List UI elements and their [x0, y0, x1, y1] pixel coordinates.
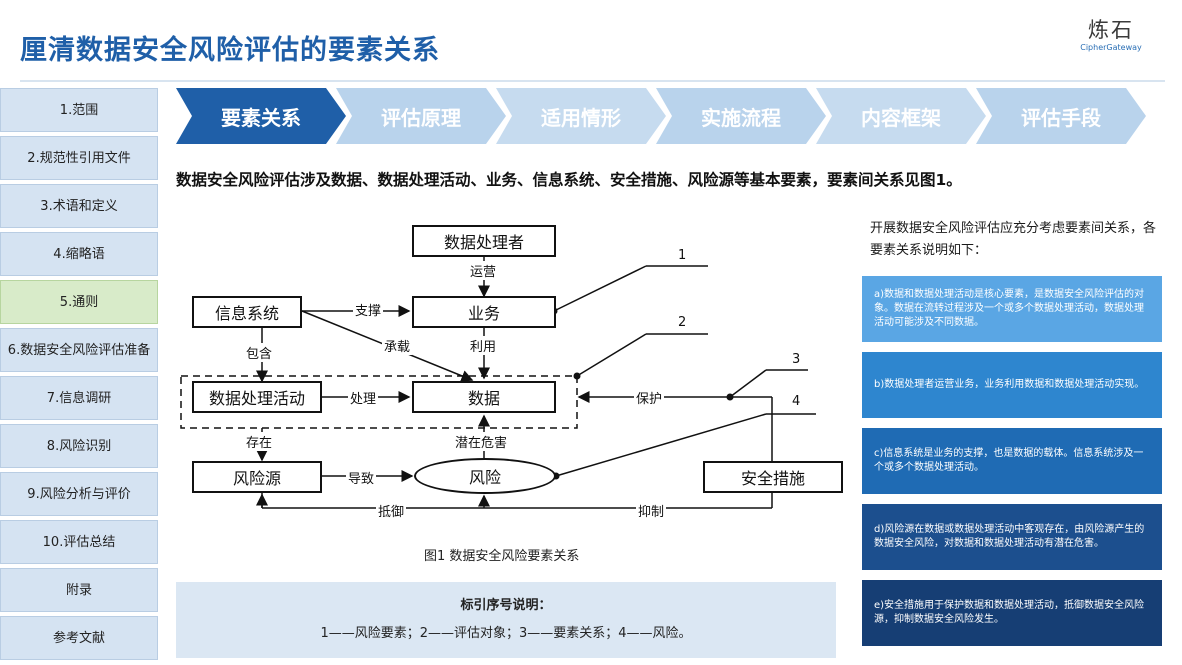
edge-label-cause: 导致	[346, 468, 377, 487]
tab-content-framework[interactable]: 内容框架	[816, 88, 986, 144]
tab-assessment-principle[interactable]: 评估原理	[336, 88, 506, 144]
tab-label: 内容框架	[861, 105, 941, 130]
node-risk-source: 风险源	[192, 461, 322, 493]
logo-cn: 炼石	[1088, 18, 1134, 42]
tab-label: 实施流程	[701, 105, 781, 130]
figure-caption: 图1 数据安全风险要素关系	[424, 549, 580, 564]
sidebar-item-risk-identification[interactable]: 8.风险识别	[0, 424, 158, 468]
sidebar-item-bibliography[interactable]: 参考文献	[0, 616, 158, 660]
header-divider	[20, 80, 1165, 82]
sidebar-item-appendix[interactable]: 附录	[0, 568, 158, 612]
callout-3: 3	[792, 352, 801, 367]
relation-card-a: a)数据和数据处理活动是核心要素，是数据安全风险评估的对象。数据在流转过程涉及一…	[862, 276, 1162, 342]
sidebar-item-preparation[interactable]: 6.数据安全风险评估准备	[0, 328, 158, 372]
edge-label-potential-harm: 潜在危害	[453, 432, 510, 451]
edge-label-exist: 存在	[244, 432, 275, 451]
legend-note: 标引序号说明： 1——风险要素；2——评估对象；3——要素关系；4——风险。	[176, 582, 836, 658]
sidebar-item-investigation[interactable]: 7.信息调研	[0, 376, 158, 420]
sidebar: 1.范围 2.规范性引用文件 3.术语和定义 4.缩略语 5.通则 6.数据安全…	[0, 88, 158, 664]
legend-body: 1——风险要素；2——评估对象；3——要素关系；4——风险。	[320, 626, 692, 641]
node-security-measures: 安全措施	[703, 461, 843, 493]
element-relation-diagram: 数据处理者 业务 信息系统 数据处理活动 数据 风险源 风险 安全措施 运营 支…	[176, 208, 843, 578]
callout-4: 4	[792, 394, 801, 409]
intro-text: 数据安全风险评估涉及数据、数据处理活动、业务、信息系统、安全措施、风险源等基本要…	[176, 171, 962, 189]
page-title: 厘清数据安全风险评估的要素关系	[20, 35, 440, 66]
tab-bar: 要素关系 评估原理 适用情形 实施流程 内容框架 评估手段	[176, 88, 1166, 144]
sidebar-item-abbreviations[interactable]: 4.缩略语	[0, 232, 158, 276]
relation-card-c: c)信息系统是业务的支撑，也是数据的载体。信息系统涉及一个或多个数据处理活动。	[862, 428, 1162, 494]
brand-logo: 炼石 CipherGateway	[1066, 14, 1156, 52]
tab-label: 要素关系	[221, 105, 301, 130]
tab-implementation-process[interactable]: 实施流程	[656, 88, 826, 144]
sidebar-item-summary[interactable]: 10.评估总结	[0, 520, 158, 564]
edge-label-use: 利用	[468, 336, 499, 355]
tab-applicable-scenarios[interactable]: 适用情形	[496, 88, 666, 144]
node-data-processor: 数据处理者	[412, 225, 556, 257]
edge-label-carry: 承载	[382, 336, 413, 355]
tab-element-relations[interactable]: 要素关系	[176, 88, 346, 144]
callout-2: 2	[678, 315, 687, 330]
edge-label-suppress: 抑制	[636, 501, 667, 520]
tab-assessment-means[interactable]: 评估手段	[976, 88, 1146, 144]
right-panel-intro: 开展数据安全风险评估应充分考虑要素间关系，各要素关系说明如下：	[870, 221, 1157, 258]
callout-1: 1	[678, 248, 687, 263]
edge-label-operate: 运营	[468, 261, 499, 280]
edge-label-contain: 包含	[244, 343, 275, 362]
legend-heading: 标引序号说明：	[460, 598, 552, 613]
sidebar-item-normative-references[interactable]: 2.规范性引用文件	[0, 136, 158, 180]
relation-card-d: d)风险源在数据或数据处理活动中客观存在，由风险源产生的数据安全风险，对数据和数…	[862, 504, 1162, 570]
tab-label: 评估手段	[1021, 105, 1101, 130]
node-business: 业务	[412, 296, 556, 328]
node-risk: 风险	[414, 458, 556, 494]
relation-card-b: b)数据处理者运营业务，业务利用数据和数据处理活动实现。	[862, 352, 1162, 418]
edge-label-protect: 保护	[634, 388, 665, 407]
tab-label: 适用情形	[541, 105, 621, 130]
edge-label-resist: 抵御	[376, 501, 407, 520]
node-data-processing-activity: 数据处理活动	[192, 381, 322, 413]
relation-card-e: e)安全措施用于保护数据和数据处理活动，抵御数据安全风险源，抑制数据安全风险发生…	[862, 580, 1162, 646]
sidebar-item-general[interactable]: 5.通则	[0, 280, 158, 324]
sidebar-item-risk-analysis[interactable]: 9.风险分析与评价	[0, 472, 158, 516]
edge-label-process: 处理	[348, 388, 379, 407]
sidebar-item-scope[interactable]: 1.范围	[0, 88, 158, 132]
logo-en: CipherGateway	[1080, 43, 1142, 52]
node-data: 数据	[412, 381, 556, 413]
sidebar-item-terms[interactable]: 3.术语和定义	[0, 184, 158, 228]
node-information-system: 信息系统	[192, 296, 302, 328]
edge-label-support: 支撑	[353, 300, 384, 319]
tab-label: 评估原理	[381, 105, 461, 130]
